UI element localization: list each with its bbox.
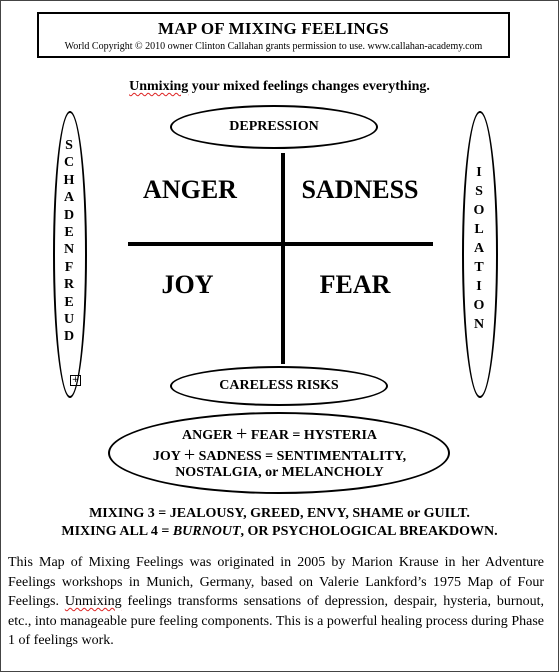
depression-ellipse: DEPRESSION — [170, 105, 378, 149]
isolation-letter: I — [476, 165, 482, 180]
quadrant-sadness: SADNESS — [301, 175, 419, 204]
paragraph-part-2: feelings transforms sensations of depres… — [8, 594, 544, 648]
isolation-letter: O — [473, 203, 485, 218]
tagline-rest: your mixed feelings changes everything. — [188, 79, 430, 94]
depression-label: DEPRESSION — [229, 119, 319, 134]
plus-icon: + — [236, 423, 248, 445]
schadenfreud-letter: C — [63, 155, 75, 171]
schadenfreud-letter: F — [64, 259, 74, 275]
horizontal-axis — [128, 242, 433, 246]
combo-anger: ANGER — [181, 428, 233, 443]
quadrant-anger: ANGER — [143, 175, 237, 204]
isolation-letter: O — [473, 298, 485, 313]
isolation-letter: T — [474, 260, 484, 275]
mixing-3-line: MIXING 3 = JEALOUSY, GREED, ENVY, SHAME … — [89, 506, 470, 521]
isolation-letter: A — [473, 241, 485, 256]
schadenfreud-letter: A — [63, 190, 75, 206]
burnout-emphasis: BURNOUT — [172, 524, 241, 539]
schadenfreud-letter: R — [63, 277, 75, 293]
careless-risks-ellipse: CARELESS RISKS — [170, 366, 388, 406]
vertical-axis — [281, 153, 285, 364]
schadenfreud-letter: N — [63, 242, 75, 258]
paragraph-part-1: This Map of Mixing Feelings was originat… — [8, 555, 544, 609]
combo-joy: JOY — [152, 449, 181, 464]
combinations-ellipse — [108, 412, 450, 494]
plus-icon: + — [183, 444, 196, 466]
isolation-letter: L — [474, 222, 484, 237]
tagline-marked-word: Unmixing — [129, 79, 189, 94]
quadrant-fear: FEAR — [319, 270, 391, 299]
schadenfreud-letter: U — [63, 312, 75, 328]
isolation-letter: N — [473, 317, 485, 332]
isolation-letter: I — [476, 279, 482, 294]
combo-fear-hysteria: FEAR = HYSTERIA — [250, 428, 378, 443]
schadenfreud-letter: S — [65, 138, 73, 153]
paragraph-marked-word: Unmixing — [64, 594, 122, 609]
combo-sadness-sentimentality: SADNESS = SENTIMENTALITY, — [198, 449, 407, 464]
schadenfreud-letter: D — [63, 207, 75, 223]
schadenfreud-ellipse — [53, 111, 87, 398]
header-box: MAP OF MIXING FEELINGS World Copyright ©… — [37, 12, 510, 58]
careless-risks-label: CARELESS RISKS — [219, 378, 339, 393]
mixing-all-4-suffix: , OR PSYCHOLOGICAL BREAKDOWN. — [240, 524, 498, 539]
combo-line-nostalgia: NOSTALGIA, or MELANCHOLY — [175, 465, 384, 480]
schadenfreud-letter: E — [64, 294, 74, 310]
schadenfreud-letter: D — [63, 329, 75, 345]
isolation-ellipse — [462, 111, 498, 398]
isolation-letter: S — [475, 184, 483, 199]
mixing-all-4-prefix: MIXING ALL 4 = — [61, 524, 173, 539]
combo-line-hysteria: ANGER + FEAR = HYSTERIA — [0, 423, 559, 446]
tagline: Unmixing your mixed feelings changes eve… — [0, 79, 559, 95]
description-paragraph: This Map of Mixing Feelings was originat… — [8, 553, 544, 651]
page-title: MAP OF MIXING FEELINGS — [158, 19, 389, 38]
quadrant-joy: JOY — [161, 270, 214, 299]
mixing-all-4-line: MIXING ALL 4 = BURNOUT, OR PSYCHOLOGICAL… — [0, 524, 559, 540]
copyright-line: World Copyright © 2010 owner Clinton Cal… — [64, 41, 483, 52]
schadenfreud-letter: H — [63, 172, 75, 188]
schadenfreud-letter: E — [64, 225, 74, 241]
expand-icon[interactable]: + — [70, 375, 81, 386]
combo-line-sentimentality: JOY + SADNESS = SENTIMENTALITY, — [0, 444, 559, 467]
